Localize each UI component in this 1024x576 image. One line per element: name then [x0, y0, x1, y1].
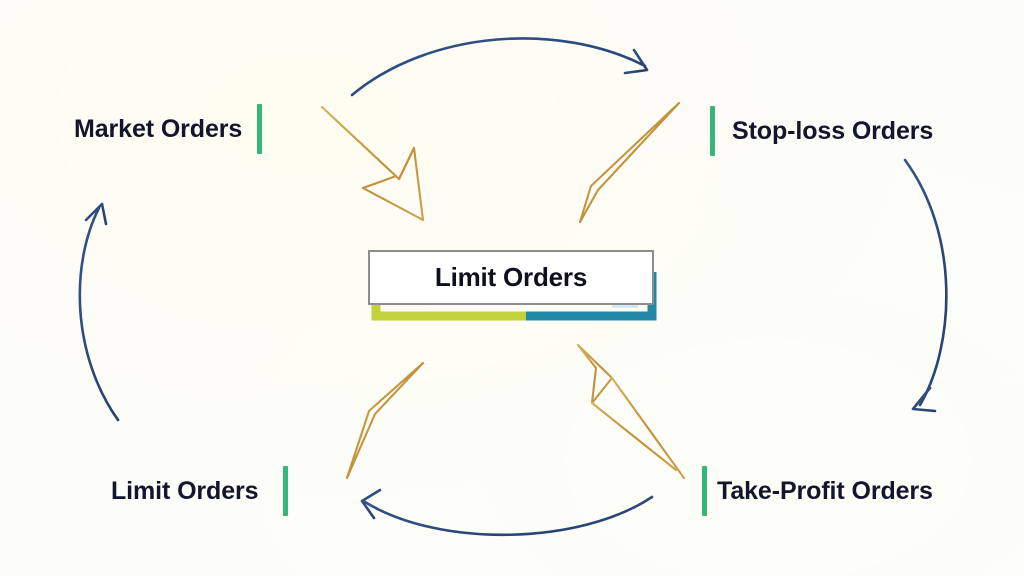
accent-bar-limit-orders-left: [283, 466, 289, 516]
center-card-face[interactable]: Limit Orders: [368, 250, 654, 305]
arc-right-connector: [903, 158, 948, 413]
node-take-profit-orders[interactable]: Take-Profit Orders: [702, 465, 933, 517]
arc-top-connector: [350, 37, 649, 97]
spark-top-left-icon: [320, 105, 425, 222]
node-limit-orders-left[interactable]: Limit Orders: [111, 465, 289, 517]
accent-bar-stop-loss-orders: [710, 106, 715, 156]
spark-top-right-icon: [578, 101, 681, 224]
center-card-label: Limit Orders: [434, 262, 588, 292]
node-take-profit-orders-label: Take-Profit Orders: [717, 476, 933, 505]
spark-bottom-left-icon: [345, 361, 425, 480]
node-limit-orders-left-label: Limit Orders: [111, 476, 259, 505]
center-node-limit-orders[interactable]: Limit Orders: [366, 250, 662, 322]
node-market-orders-label: Market Orders: [74, 114, 243, 143]
arc-bottom-connector: [360, 488, 654, 537]
accent-bar-market-orders: [257, 104, 263, 154]
node-stop-loss-orders[interactable]: Stop-loss Orders: [710, 105, 933, 157]
node-market-orders[interactable]: Market Orders: [74, 103, 263, 155]
arc-left-connector: [78, 202, 120, 422]
accent-bar-take-profit-orders: [702, 466, 707, 516]
spark-bottom-right-icon: [576, 343, 686, 480]
node-stop-loss-orders-label: Stop-loss Orders: [732, 116, 934, 145]
